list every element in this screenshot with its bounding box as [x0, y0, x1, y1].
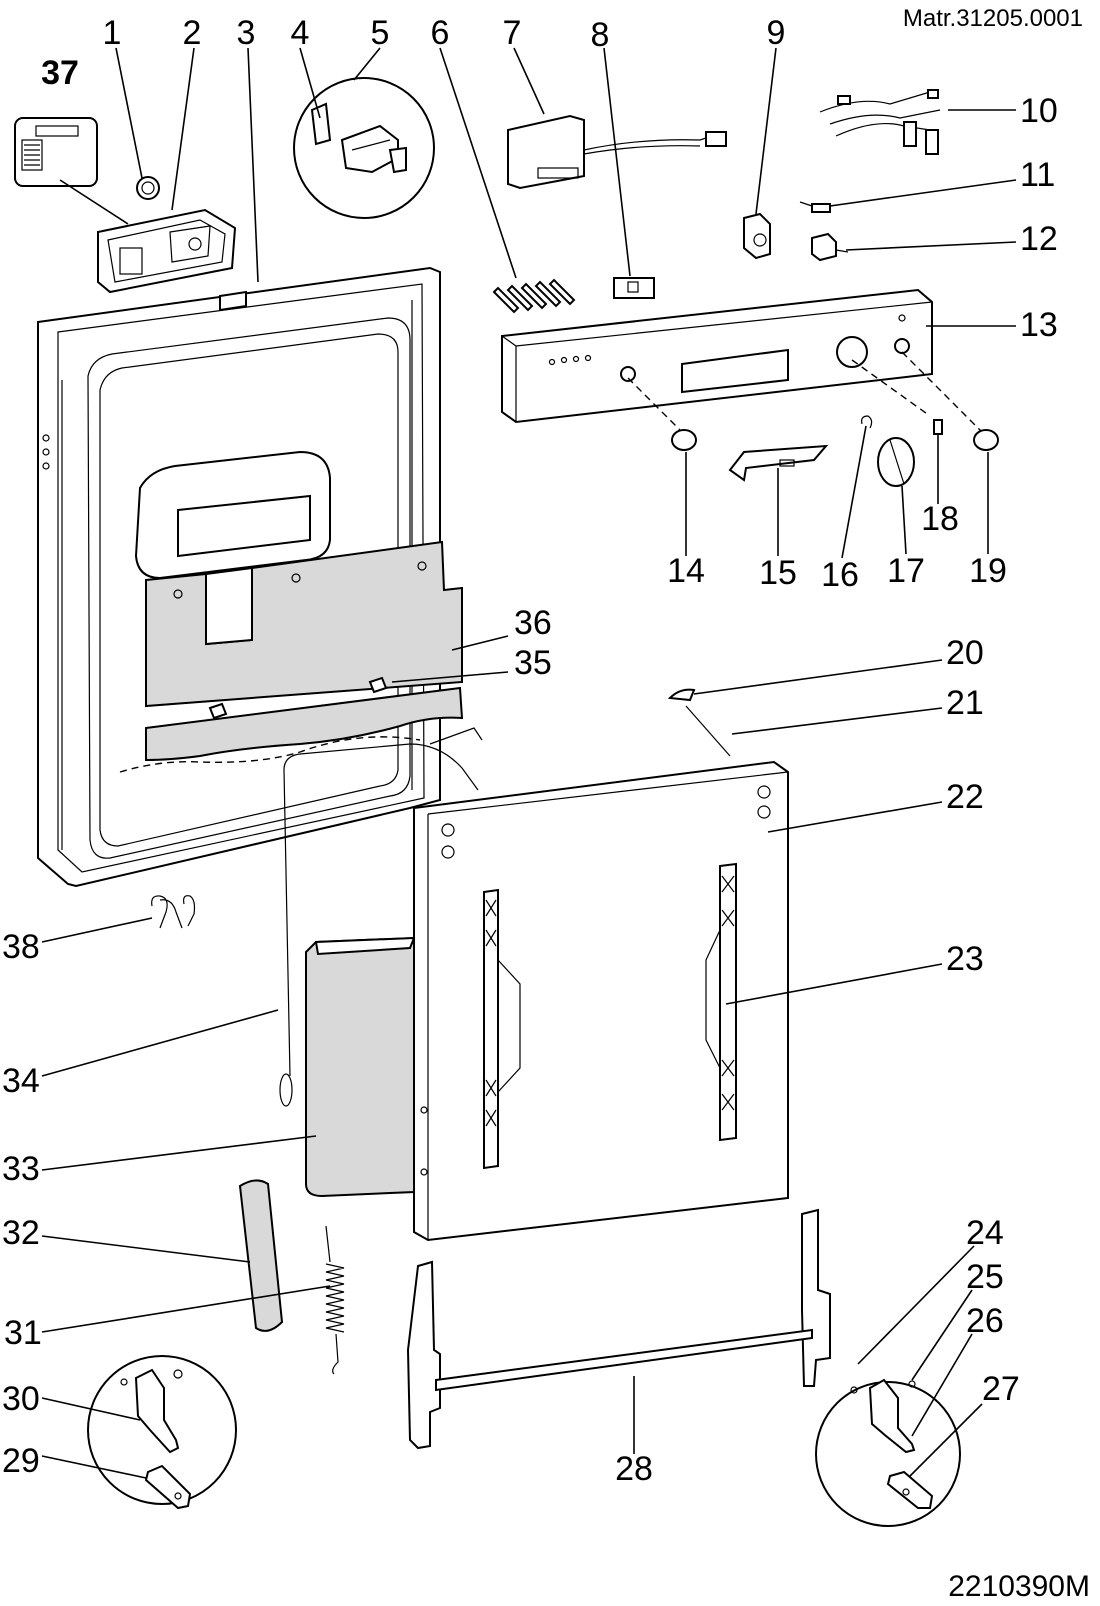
- part-21-rod: [685, 705, 731, 757]
- callout-1: 1: [103, 14, 122, 52]
- part-9-selector: [743, 212, 771, 260]
- callout-21: 21: [946, 684, 984, 722]
- callout-32: 32: [2, 1214, 40, 1252]
- callout-12: 12: [1020, 220, 1058, 258]
- detail-circle-right: [815, 1378, 961, 1527]
- callout-35: 35: [514, 644, 552, 682]
- callout-6: 6: [431, 14, 450, 52]
- callout-24: 24: [966, 1214, 1004, 1252]
- callout-30: 30: [2, 1380, 40, 1418]
- callout-3: 3: [237, 14, 256, 52]
- callout-28: 28: [615, 1450, 653, 1488]
- part-1-drawing: [136, 176, 160, 200]
- callout-22: 22: [946, 778, 984, 816]
- callout-11: 11: [1020, 156, 1055, 194]
- callout-27: 27: [982, 1370, 1020, 1408]
- part-23-rails: [483, 862, 737, 1170]
- callout-33: 33: [2, 1150, 40, 1188]
- part-20-cap: [667, 688, 696, 702]
- part-7-board: [507, 114, 727, 190]
- part-14-button: [671, 429, 697, 451]
- callout-7: 7: [503, 14, 522, 52]
- part-13-control-panel: [501, 288, 983, 433]
- leader-lines: [41, 47, 1017, 1479]
- callout-17: 17: [887, 552, 925, 590]
- callout-9: 9: [767, 14, 786, 52]
- part-10-harness: [819, 89, 941, 155]
- part-17-knob: [877, 437, 915, 487]
- callout-5: 5: [371, 14, 390, 52]
- callout-15: 15: [759, 554, 797, 592]
- part-18-clip: [933, 419, 943, 435]
- part-16-clip: [861, 415, 873, 429]
- part-8-switch: [613, 277, 655, 299]
- detail-circle-left: [87, 1355, 237, 1510]
- callout-8: 8: [591, 16, 610, 54]
- part-37-drawing: [14, 117, 129, 225]
- callout-26: 26: [966, 1302, 1004, 1340]
- part-31-spring: [325, 1225, 345, 1375]
- callout-31: 31: [4, 1314, 42, 1352]
- part-38-hooks: [151, 895, 196, 929]
- diagram-code: 2210390M: [948, 1570, 1090, 1603]
- part-6-lamps: [492, 278, 576, 314]
- detail-circle-top: [293, 77, 435, 219]
- part-15-cover: [728, 444, 829, 482]
- callout-numbers: 1 2 3 4 5 6 7 8 9 10 11 12 13 14 15 16 1…: [2, 14, 1058, 1488]
- callout-38: 38: [2, 928, 40, 966]
- callout-4: 4: [291, 14, 310, 52]
- callout-16: 16: [821, 556, 859, 594]
- matr-number: Matr.31205.0001: [903, 5, 1083, 32]
- callout-20: 20: [946, 634, 984, 672]
- part-32-strip: [238, 1179, 284, 1332]
- callout-34: 34: [2, 1062, 40, 1100]
- part-35-clips: [119, 676, 464, 773]
- part-33-insulation: [305, 936, 416, 1198]
- callout-14: 14: [667, 552, 705, 590]
- part-11-fuse: [799, 201, 831, 213]
- callout-2: 2: [183, 14, 202, 52]
- callout-19: 19: [969, 552, 1007, 590]
- part-28-bracket: [406, 1208, 831, 1450]
- callout-10: 10: [1020, 92, 1058, 130]
- callout-36: 36: [514, 604, 552, 642]
- part-36-panel: [145, 540, 463, 708]
- callout-37: 37: [41, 54, 79, 92]
- part-19-button: [973, 429, 999, 451]
- part-34-cable: [279, 727, 483, 1107]
- callout-23: 23: [946, 940, 984, 978]
- callout-25: 25: [966, 1258, 1004, 1296]
- part-2-drawing: [97, 208, 237, 294]
- callout-13: 13: [1020, 306, 1058, 344]
- part-22-outer-door: [413, 760, 789, 1242]
- part-12-switch: [811, 232, 849, 262]
- callout-29: 29: [2, 1442, 40, 1480]
- callout-18: 18: [921, 500, 959, 538]
